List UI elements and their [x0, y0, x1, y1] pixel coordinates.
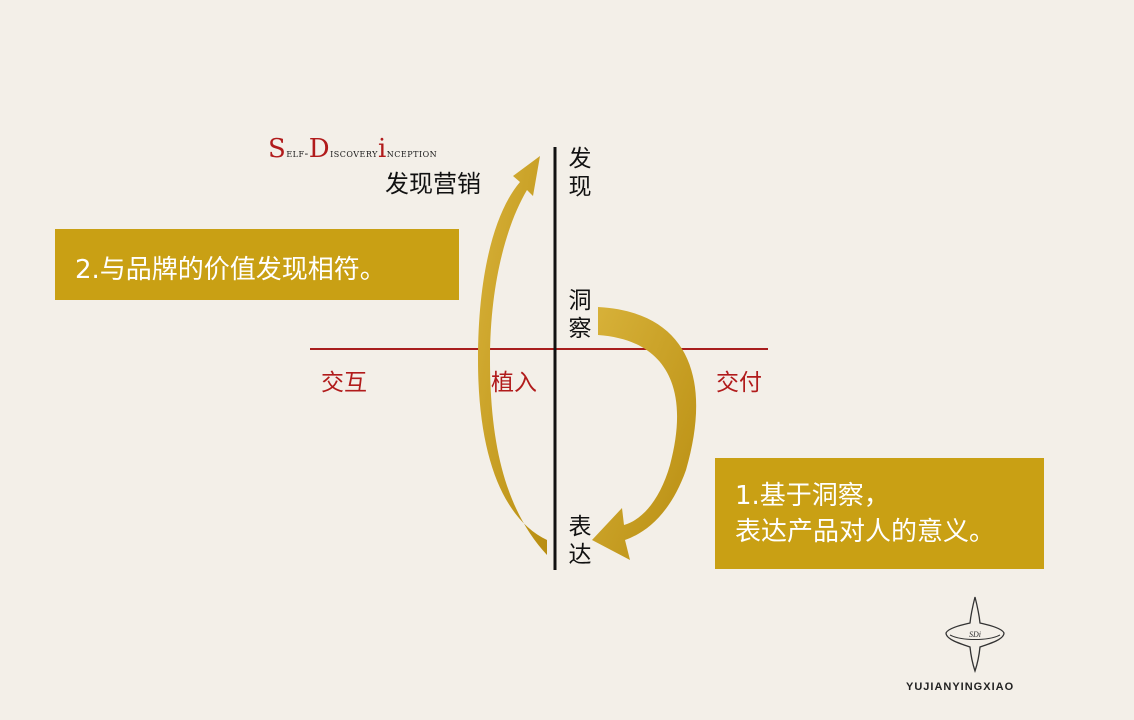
callout-step-2: 2.与品牌的价值发现相符。	[55, 229, 459, 300]
insight-to-expression-arrow	[592, 307, 697, 560]
spinning-top-logo-icon: SDi	[945, 596, 1005, 674]
axis-label-interaction: 交互	[321, 370, 367, 396]
callout-step-2-text: 2.与品牌的价值发现相符。	[75, 255, 386, 285]
callout-step-1: 1.基于洞察， 表达产品对人的意义。	[715, 458, 1044, 569]
axis-label-placement: 植入	[491, 370, 537, 396]
logo-mark-text: SDi	[969, 630, 981, 639]
axis-label-expression: 表达	[568, 514, 592, 568]
axis-label-discovery: 发现	[568, 146, 592, 200]
callout-step-1-line-2: 表达产品对人的意义。	[735, 517, 996, 547]
brand-title: Self-Discoveryinception	[268, 134, 438, 164]
logo-wordmark: YUJIANYINGXIAO	[906, 681, 1015, 693]
axis-label-insight: 洞察	[568, 288, 592, 342]
axis-label-delivery: 交付	[716, 370, 762, 396]
callout-step-1-line-1: 1.基于洞察，	[735, 481, 890, 511]
expression-to-discovery-arrow	[478, 156, 547, 555]
brand-subtitle: 发现营销	[385, 170, 481, 198]
